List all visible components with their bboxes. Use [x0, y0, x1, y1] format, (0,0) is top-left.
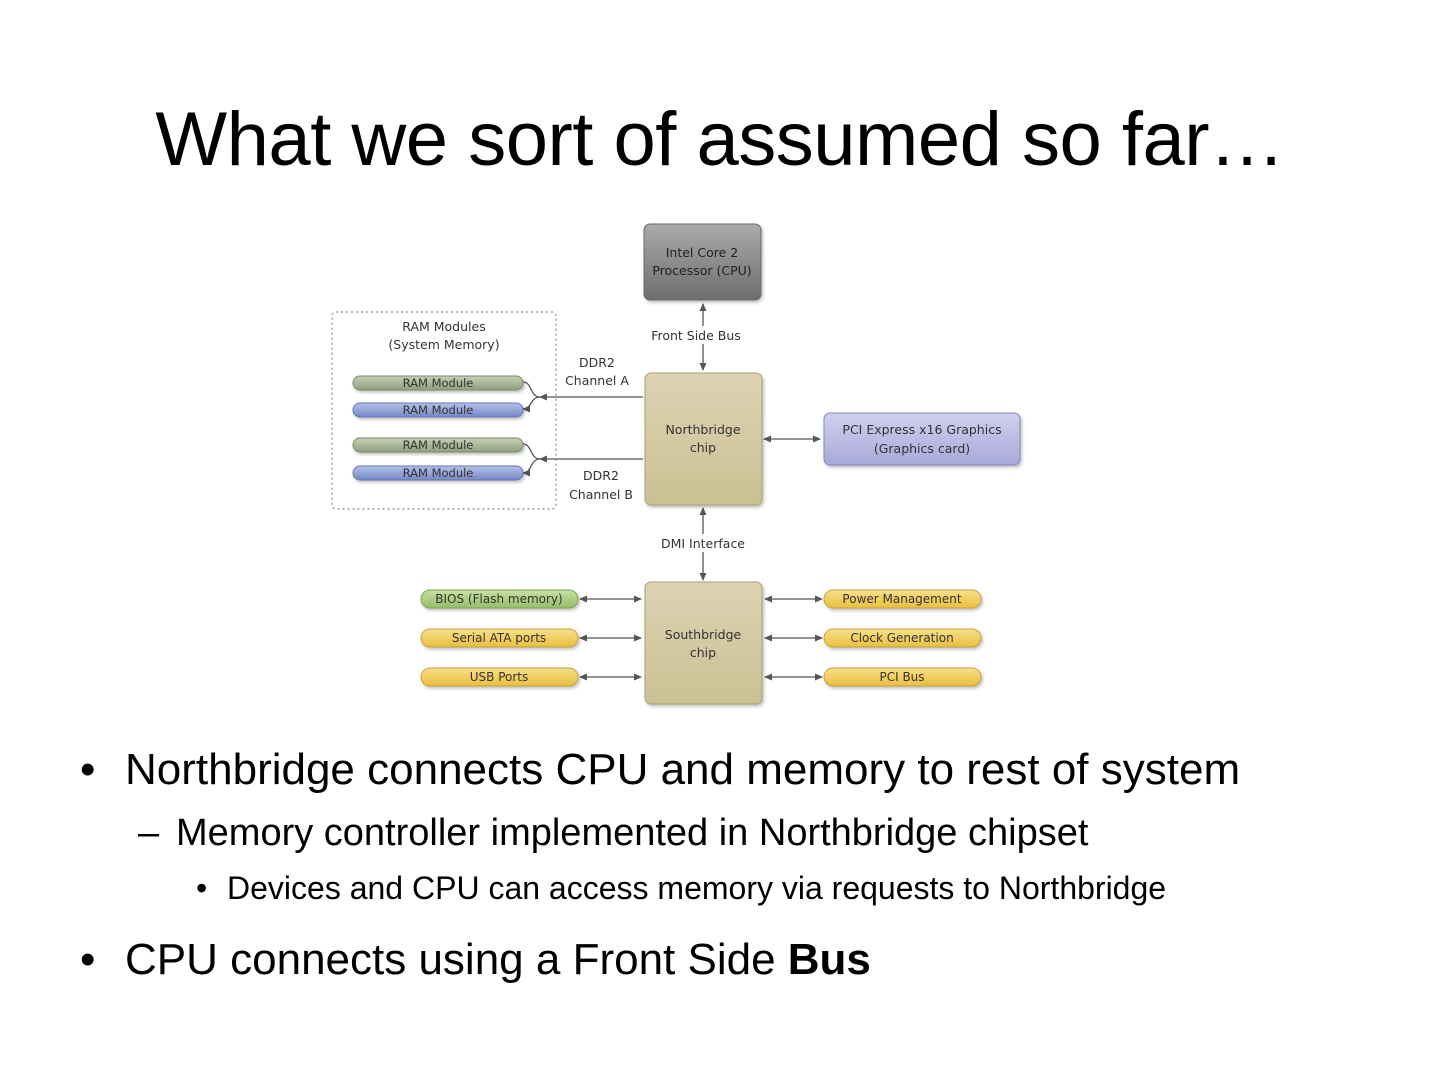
channel-b-label-line1: DDR2: [583, 468, 619, 483]
svg-text:RAM Module: RAM Module: [403, 466, 474, 480]
bullet-text: Memory controller implemented in Northbr…: [176, 812, 1089, 854]
ram-module-3: RAM Module: [352, 437, 524, 453]
southbridge-label-line1: Southbridge: [665, 627, 742, 642]
bullet-text: Devices and CPU can access memory via re…: [227, 870, 1167, 906]
pcie-label-line1: PCI Express x16 Graphics: [842, 422, 1001, 437]
bullet-text: CPU connects using a Front Side: [125, 935, 788, 984]
svg-text:RAM Module: RAM Module: [403, 438, 474, 452]
cpu-box: Intel Core 2 Processor (CPU): [643, 223, 762, 301]
bullet-marker: •: [196, 870, 208, 906]
svg-text:BIOS (Flash memory): BIOS (Flash memory): [435, 592, 562, 606]
serial-ata-box: Serial ATA ports: [420, 628, 579, 648]
bullet-bold-term: Bus: [787, 935, 871, 984]
slide-title: What we sort of assumed so far…: [155, 97, 1285, 182]
chipset-diagram: RAM Modules (System Memory) RAM Module R…: [331, 223, 1021, 705]
bullet-marker: •: [80, 935, 96, 984]
svg-text:PCI Bus: PCI Bus: [879, 670, 924, 684]
northbridge-label-line1: Northbridge: [665, 422, 740, 437]
bullet-memory-controller: – Memory controller implemented in North…: [80, 808, 1380, 858]
channel-a-branch: [523, 381, 541, 409]
northbridge-label-line2: chip: [690, 440, 716, 455]
svg-text:RAM Module: RAM Module: [403, 376, 474, 390]
channel-b-label-line2: Channel B: [569, 487, 633, 502]
ram-module-4: RAM Module: [352, 465, 524, 481]
pcie-label-line2: (Graphics card): [874, 441, 970, 456]
bios-box: BIOS (Flash memory): [420, 589, 579, 609]
ram-group-label-line1: RAM Modules: [402, 319, 485, 334]
usb-ports-box: USB Ports: [420, 667, 579, 687]
southbridge-box: Southbridge chip: [644, 581, 763, 705]
channel-b-branch: [523, 443, 541, 473]
ram-module-1: RAM Module: [352, 375, 524, 391]
svg-text:Power Management: Power Management: [842, 592, 961, 606]
dmi-label: DMI Interface: [661, 536, 745, 551]
ram-group-label-line2: (System Memory): [388, 337, 499, 352]
bullet-marker: •: [80, 745, 96, 794]
svg-text:USB Ports: USB Ports: [470, 670, 529, 684]
power-management-box: Power Management: [823, 589, 982, 609]
bullet-list: • Northbridge connects CPU and memory to…: [80, 742, 1380, 988]
svg-text:RAM Module: RAM Module: [403, 403, 474, 417]
bullet-marker: –: [138, 812, 160, 854]
clock-generation-box: Clock Generation: [823, 628, 982, 648]
ram-group-box: [331, 311, 557, 510]
svg-text:Clock Generation: Clock Generation: [850, 631, 953, 645]
ram-module-2: RAM Module: [352, 402, 524, 418]
channel-a-label-line1: DDR2: [579, 355, 615, 370]
bullet-front-side-bus: • CPU connects using a Front Side Bus: [80, 932, 1380, 988]
cpu-label-line1: Intel Core 2: [666, 245, 739, 260]
fsb-label: Front Side Bus: [651, 328, 741, 343]
northbridge-box: Northbridge chip: [644, 372, 763, 506]
channel-a-label-line2: Channel A: [565, 373, 629, 388]
bullet-northbridge: • Northbridge connects CPU and memory to…: [80, 742, 1380, 798]
connector-lines: [523, 303, 823, 681]
cpu-label-line2: Processor (CPU): [652, 263, 751, 278]
pci-bus-box: PCI Bus: [823, 667, 982, 687]
bullet-devices-access: • Devices and CPU can access memory via …: [80, 866, 1380, 910]
bullet-text: Northbridge connects CPU and memory to r…: [125, 745, 1241, 794]
svg-text:Serial ATA ports: Serial ATA ports: [452, 631, 546, 645]
southbridge-label-line2: chip: [690, 645, 716, 660]
pcie-graphics-box: PCI Express x16 Graphics (Graphics card): [823, 412, 1021, 466]
